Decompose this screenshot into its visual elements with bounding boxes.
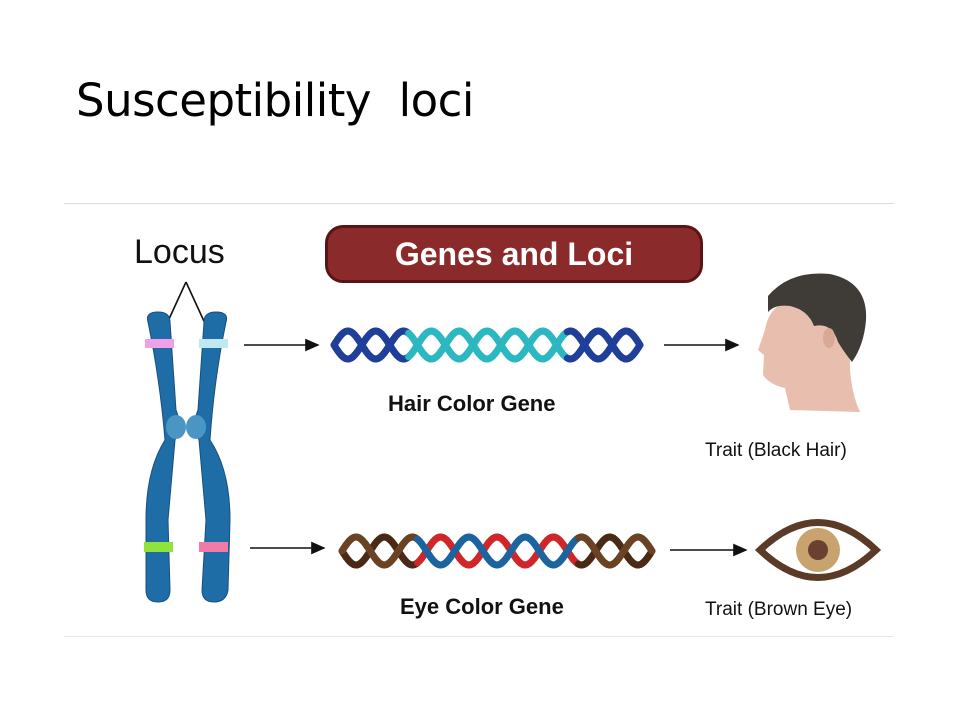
banner-text: Genes and Loci (394, 235, 634, 272)
hair-color-gene-label: Hair Color Gene (388, 391, 556, 416)
slide-title: Susceptibility loci (76, 74, 474, 127)
locus-band-hair-right (199, 339, 228, 348)
trait-brown-eye-label: Trait (Brown Eye) (705, 599, 853, 620)
genes-and-loci-figure (64, 203, 894, 637)
locus-label: Locus (134, 233, 225, 271)
dna-strand-segment (646, 544, 656, 555)
trait-black-hair-label: Trait (Black Hair) (705, 440, 847, 461)
head-profile-icon (758, 273, 867, 412)
eye-icon (754, 519, 882, 581)
dna-helix-icon (330, 327, 644, 363)
locus-band-eye-left (144, 542, 173, 552)
genes-and-loci-banner: Genes and Loci (325, 225, 703, 283)
dna-strand-segment (634, 338, 644, 349)
locus-band-hair-left (145, 339, 174, 348)
locus-band-eye-right (199, 542, 228, 552)
eye-color-gene-label: Eye Color Gene (400, 594, 564, 619)
chromosome-icon (144, 311, 231, 603)
dna-helix-icon (338, 533, 656, 569)
